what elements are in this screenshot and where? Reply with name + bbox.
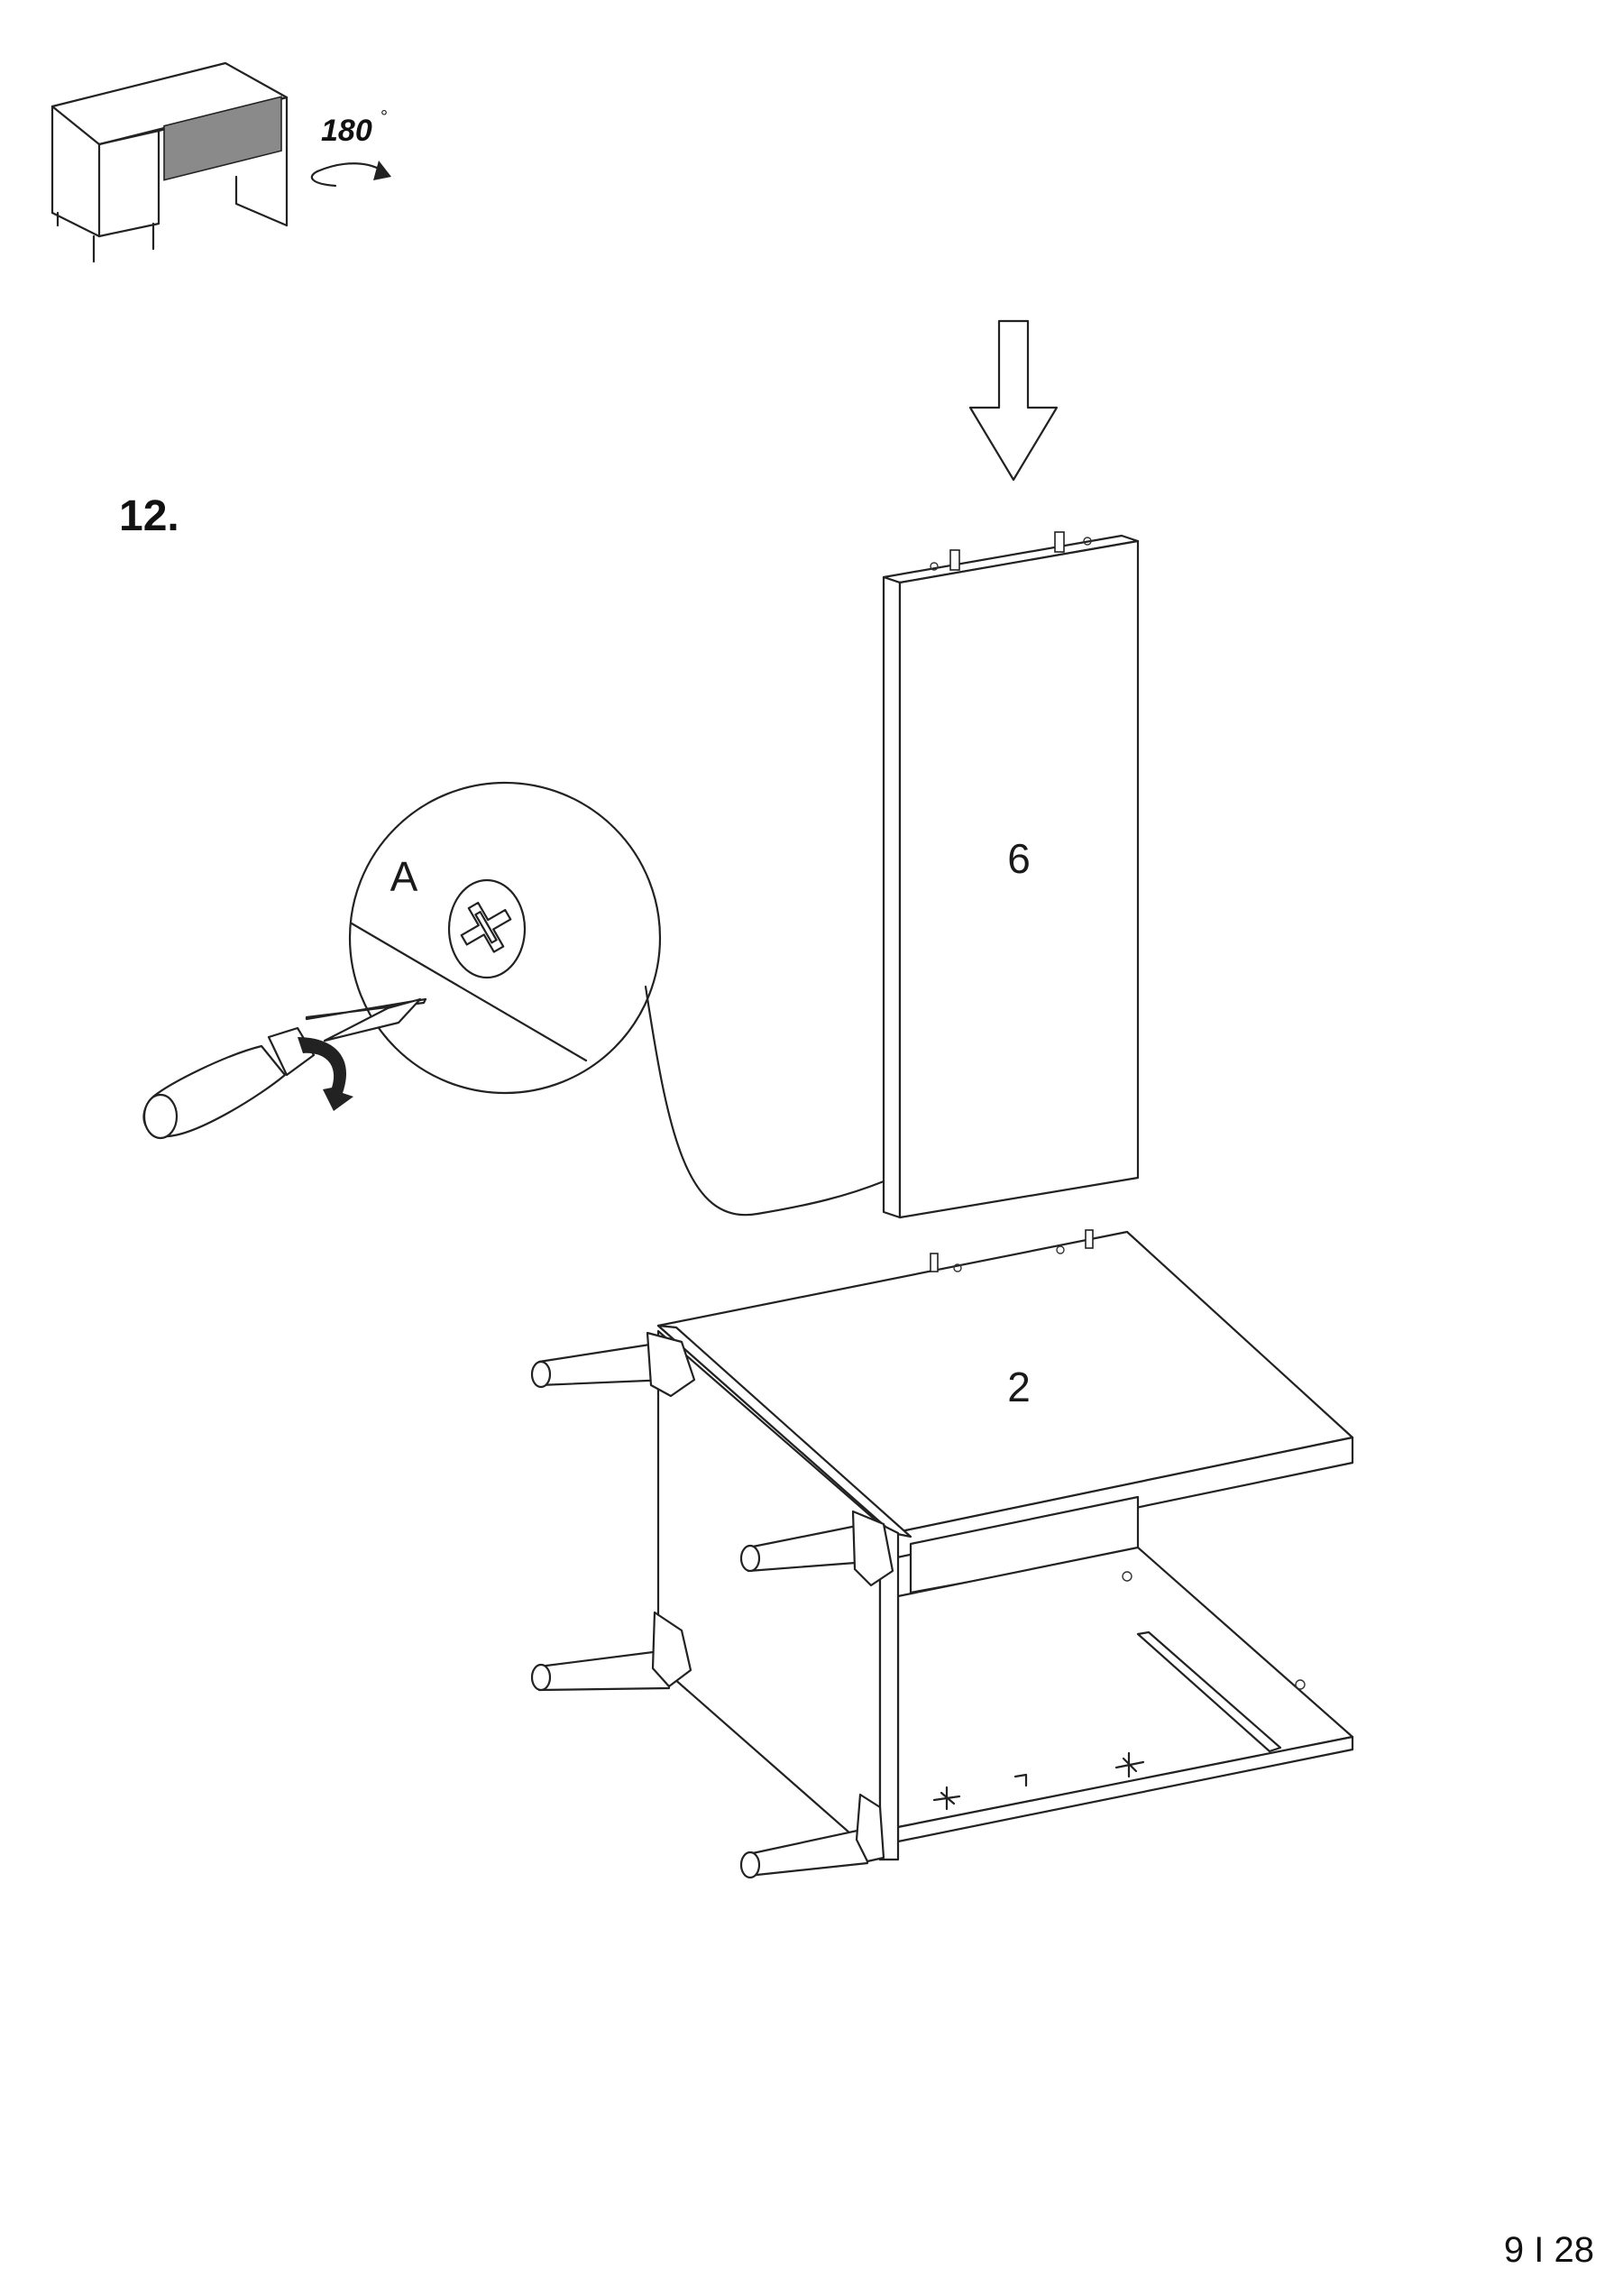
desk-carcass: 2 (656, 1229, 1354, 1861)
detail-label: A (390, 853, 418, 900)
desk-leg-top-right (739, 1510, 894, 1587)
desk-leg-top-left (530, 1331, 696, 1398)
rotation-angle: 180 (321, 114, 372, 148)
page-number: 9 I 28 (1504, 2230, 1594, 2270)
screwdriver-icon (142, 997, 427, 1140)
dowel-icon (930, 531, 1092, 571)
step-number: 12. (119, 492, 179, 540)
desk-leg-bottom-left (530, 1611, 692, 1692)
side-panel-6: 6 (882, 531, 1140, 1219)
side-panel-label: 6 (1007, 835, 1031, 882)
rotation-degree-symbol: ° (381, 107, 388, 127)
rotate-180-icon: 180 ° (310, 107, 391, 188)
desk-thumbnail-icon (50, 61, 289, 263)
cross-screw-icon (460, 901, 512, 953)
cam-lock-icon (932, 1571, 1306, 1811)
desk-leg-bottom-right (739, 1793, 885, 1879)
top-panel-label: 2 (1007, 1364, 1031, 1410)
down-arrow-icon (968, 319, 1059, 482)
dowel-icon (930, 1229, 1094, 1272)
detail-callout-a: A (348, 781, 885, 1217)
